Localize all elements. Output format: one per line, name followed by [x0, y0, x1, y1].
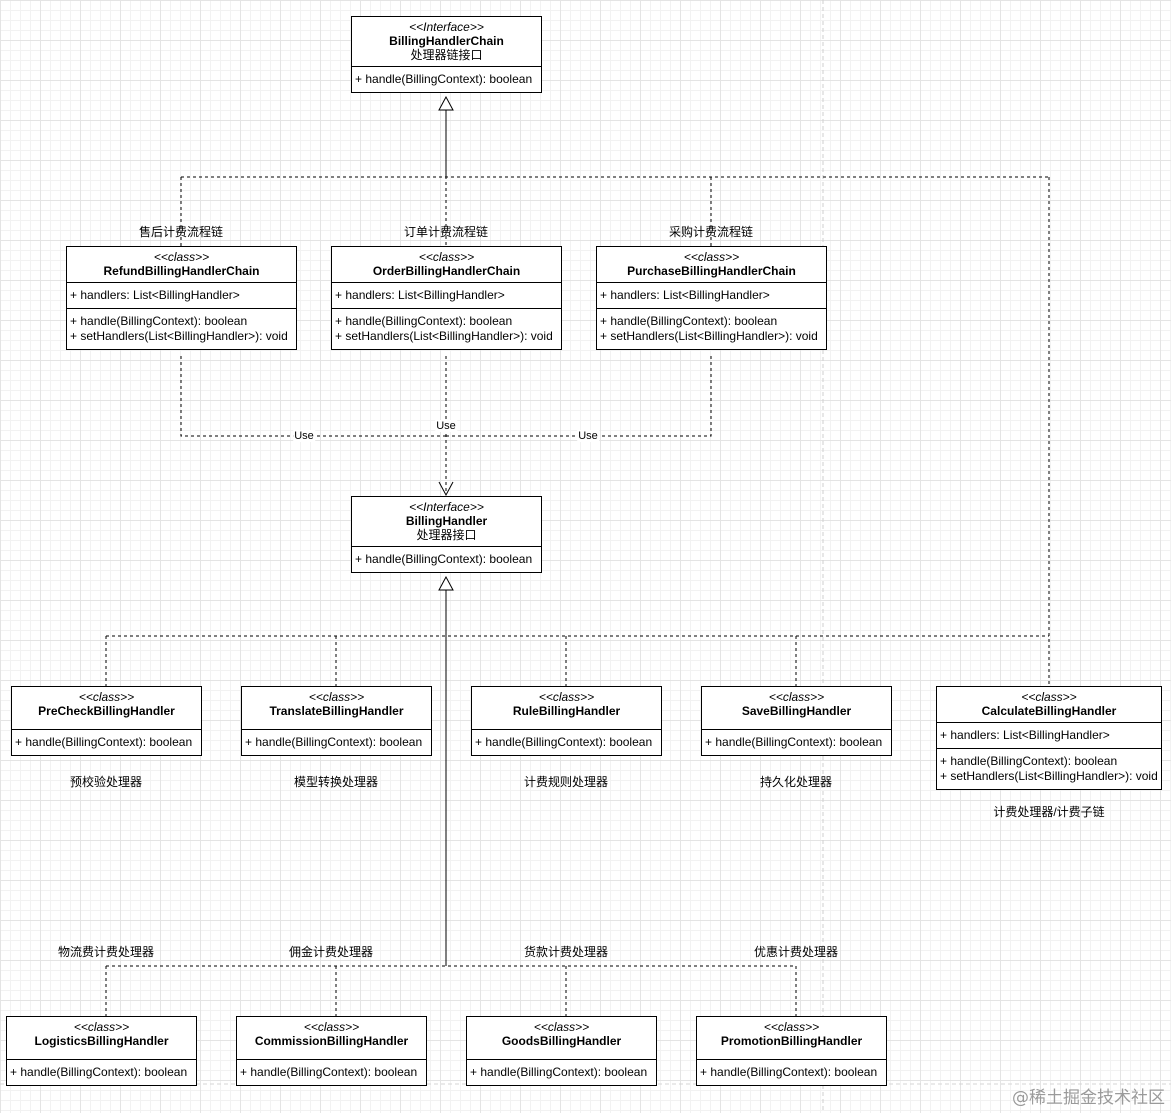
stereotype: <<class>>	[78, 690, 135, 704]
attribute: + handlers: List<BillingHandler>	[940, 728, 1110, 742]
stereotype: <<class>>	[768, 690, 825, 704]
stereotype: <<class>>	[538, 690, 595, 704]
precheck-label: 预校验处理器	[69, 775, 143, 789]
purchase-chain-label: 采购计费流程链	[668, 225, 754, 239]
method: + setHandlers(List<BillingHandler>): voi…	[600, 329, 818, 343]
stereotype: <<class>>	[308, 690, 365, 704]
method: + handle(BillingContext): boolean	[470, 1065, 648, 1079]
class-subtitle: 处理器链接口	[410, 48, 483, 62]
calculate-label: 计费处理器/计费子链	[993, 805, 1105, 819]
commission-billing-handler-class[interactable]: <<class>> CommissionBillingHandler + han…	[236, 1016, 427, 1086]
stereotype: <<class>>	[763, 1020, 820, 1034]
billing-handler-chain-interface[interactable]: <<Interface>> BillingHandlerChain 处理器链接口…	[351, 16, 542, 93]
method: + setHandlers(List<BillingHandler>): voi…	[335, 329, 553, 343]
translate-label: 模型转换处理器	[293, 775, 379, 789]
class-name: CalculateBillingHandler	[981, 704, 1117, 718]
rule-billing-handler-class[interactable]: <<class>> RuleBillingHandler + handle(Bi…	[471, 686, 662, 756]
class-name: BillingHandler	[405, 514, 488, 528]
stereotype: <<class>>	[533, 1020, 590, 1034]
goods-label: 货款计费处理器	[523, 945, 609, 959]
method: + handle(BillingContext): boolean	[15, 735, 193, 749]
class-name: RefundBillingHandlerChain	[103, 264, 260, 278]
stereotype: <<class>>	[303, 1020, 360, 1034]
use-arrowhead	[438, 481, 454, 497]
stereotype: <<class>>	[1021, 690, 1077, 704]
handler-realization-edges	[105, 635, 1049, 1017]
purchase-billing-handler-chain-class[interactable]: <<class>> PurchaseBillingHandlerChain + …	[596, 246, 827, 350]
use-label-refund: Use	[293, 430, 315, 442]
method: + handle(BillingContext): boolean	[705, 735, 883, 749]
chain-realization-edges	[180, 110, 1050, 687]
use-label-order: Use	[435, 420, 457, 432]
method: + handle(BillingContext): boolean	[475, 735, 653, 749]
use-label-purchase: Use	[577, 430, 599, 442]
stereotype: <<Interface>>	[409, 500, 484, 514]
stereotype: <<class>>	[418, 250, 475, 264]
commission-label: 佣金计费处理器	[288, 945, 374, 959]
stereotype: <<class>>	[73, 1020, 130, 1034]
refund-chain-label: 售后计费流程链	[138, 225, 224, 239]
method: + handle(BillingContext): boolean	[245, 735, 423, 749]
class-name: GoodsBillingHandler	[501, 1034, 622, 1048]
billing-handler-interface[interactable]: <<Interface>> BillingHandler 处理器接口 + han…	[351, 496, 542, 573]
method: + handle(BillingContext): boolean	[240, 1065, 418, 1079]
method: + handle(BillingContext): boolean	[70, 314, 248, 328]
order-chain-label: 订单计费流程链	[403, 225, 489, 239]
save-billing-handler-class[interactable]: <<class>> SaveBillingHandler + handle(Bi…	[701, 686, 892, 756]
class-name: OrderBillingHandlerChain	[372, 264, 521, 278]
class-name: PreCheckBillingHandler	[38, 704, 175, 718]
order-billing-handler-chain-class[interactable]: <<class>> OrderBillingHandlerChain + han…	[331, 246, 562, 350]
watermark: @稀土掘金技术社区	[1012, 1088, 1165, 1108]
class-name: RuleBillingHandler	[512, 704, 621, 718]
class-name: PurchaseBillingHandlerChain	[627, 264, 796, 278]
precheck-billing-handler-class[interactable]: <<class>> PreCheckBillingHandler + handl…	[11, 686, 202, 756]
promotion-billing-handler-class[interactable]: <<class>> PromotionBillingHandler + hand…	[696, 1016, 887, 1086]
class-name: SaveBillingHandler	[741, 704, 852, 718]
logistics-label: 物流费计费处理器	[57, 945, 155, 959]
stereotype: <<class>>	[153, 250, 210, 264]
calculate-billing-handler-class[interactable]: <<class>> CalculateBillingHandler + hand…	[936, 686, 1162, 790]
rule-label: 计费规则处理器	[523, 775, 609, 789]
class-name: LogisticsBillingHandler	[34, 1034, 169, 1048]
save-label: 持久化处理器	[759, 775, 833, 789]
logistics-billing-handler-class[interactable]: <<class>> LogisticsBillingHandler + hand…	[6, 1016, 197, 1086]
use-dependency-edges	[180, 356, 712, 495]
attribute: + handlers: List<BillingHandler>	[70, 288, 240, 302]
class-subtitle: 处理器接口	[416, 528, 477, 542]
class-name: BillingHandlerChain	[389, 34, 504, 48]
method: + handle(BillingContext): boolean	[335, 314, 513, 328]
method: + setHandlers(List<BillingHandler>): voi…	[70, 329, 288, 343]
attribute: + handlers: List<BillingHandler>	[335, 288, 505, 302]
method: + setHandlers(List<BillingHandler>): voi…	[940, 769, 1158, 783]
method: + handle(BillingContext): boolean	[355, 72, 533, 86]
goods-billing-handler-class[interactable]: <<class>> GoodsBillingHandler + handle(B…	[466, 1016, 657, 1086]
stereotype: <<Interface>>	[409, 20, 484, 34]
method: + handle(BillingContext): boolean	[600, 314, 778, 328]
handler-interface-arrowhead	[438, 575, 454, 591]
class-name: TranslateBillingHandler	[269, 704, 404, 718]
method: + handle(BillingContext): boolean	[700, 1065, 878, 1079]
method: + handle(BillingContext): boolean	[10, 1065, 188, 1079]
attribute: + handlers: List<BillingHandler>	[600, 288, 770, 302]
translate-billing-handler-class[interactable]: <<class>> TranslateBillingHandler + hand…	[241, 686, 432, 756]
chain-interface-arrowhead	[438, 95, 454, 111]
stereotype: <<class>>	[683, 250, 740, 264]
class-name: PromotionBillingHandler	[720, 1034, 863, 1048]
promotion-label: 优惠计费处理器	[753, 945, 839, 959]
class-name: CommissionBillingHandler	[254, 1034, 409, 1048]
refund-billing-handler-chain-class[interactable]: <<class>> RefundBillingHandlerChain + ha…	[66, 246, 297, 350]
method: + handle(BillingContext): boolean	[940, 754, 1118, 768]
method: + handle(BillingContext): boolean	[355, 552, 533, 566]
